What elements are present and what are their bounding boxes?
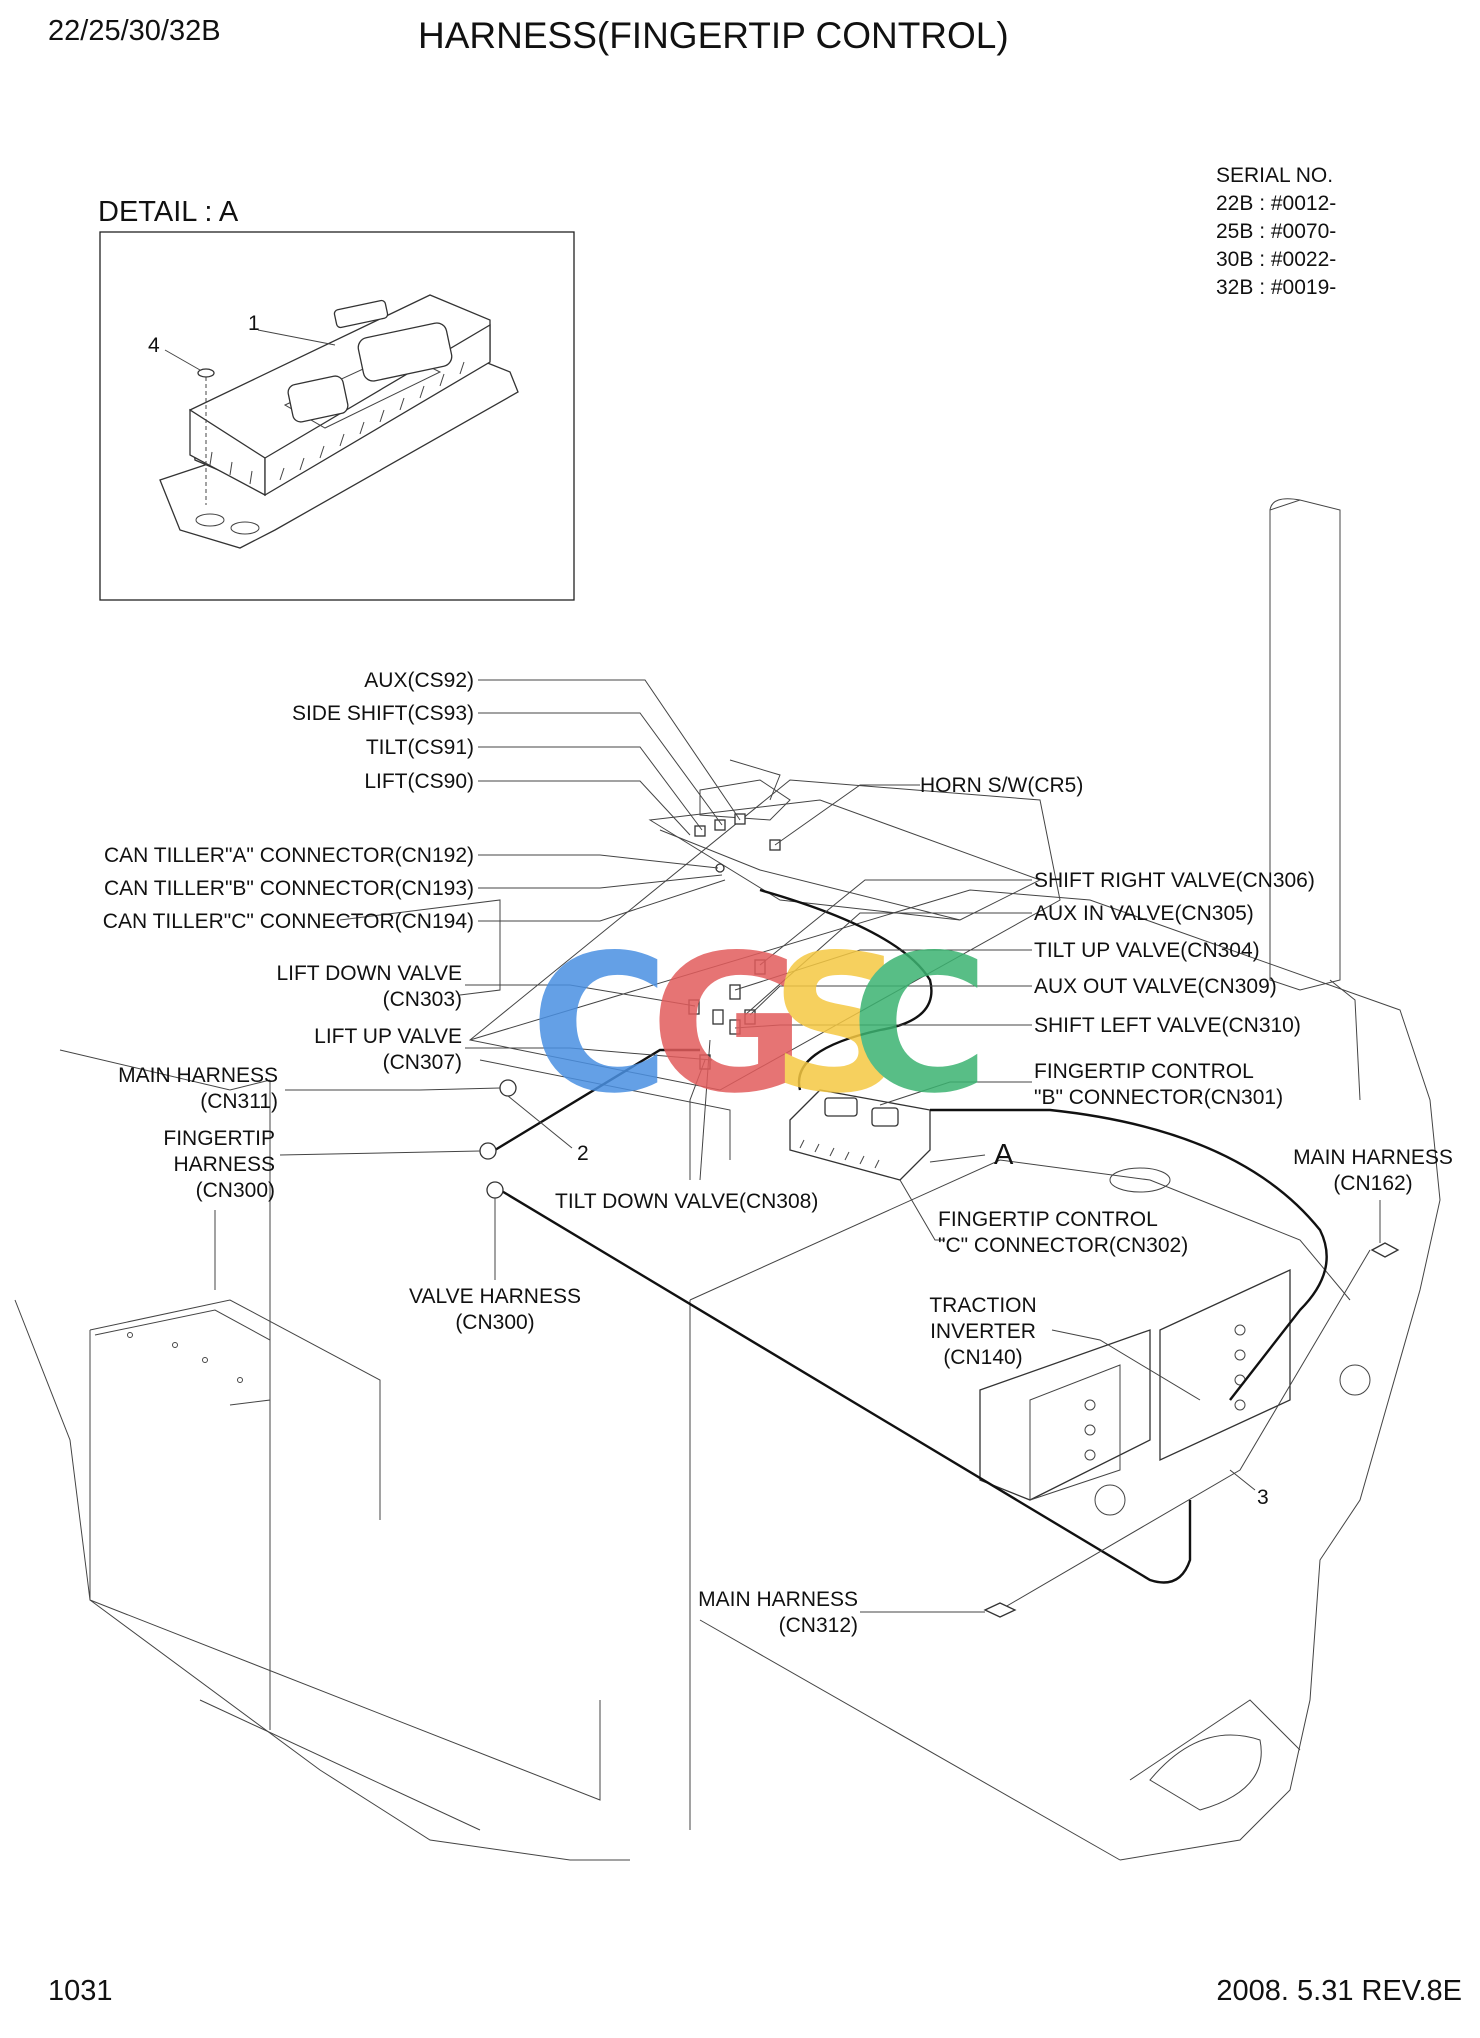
label-fingertip-harness-2: HARNESS [173, 1153, 275, 1176]
controller-panel [1159, 1268, 1291, 1462]
connector-small [287, 375, 349, 423]
watermark-letter: S [770, 914, 907, 1135]
callout-4: 4 [148, 334, 160, 357]
model-number: 22/25/30/32B [48, 15, 221, 47]
label-valve-harness-code: (CN300) [455, 1311, 534, 1334]
page-number: 1031 [48, 1975, 113, 2007]
valve-connector [712, 1009, 724, 1025]
connector-large [357, 322, 453, 382]
watermark-letter: C [850, 914, 989, 1135]
label-main-cn312: MAIN HARNESS [698, 1588, 858, 1611]
label-ftc-b-code: "B" CONNECTOR(CN301) [1034, 1086, 1283, 1109]
armrest-panel [648, 799, 1042, 921]
label-main-cn311: MAIN HARNESS [118, 1064, 278, 1087]
label-valve-harness: VALVE HARNESS [409, 1285, 581, 1308]
label-lift-down-code: (CN303) [383, 988, 462, 1011]
label-main-cn162: MAIN HARNESS [1293, 1146, 1453, 1169]
valve-connector [729, 984, 741, 1000]
valve-connector [754, 959, 766, 975]
label-main-cn162-code: (CN162) [1333, 1172, 1412, 1195]
serial-row: 25B : #0070- [1216, 220, 1336, 243]
label-tilt: TILT(CS91) [366, 736, 474, 759]
main-harness-wire-cn312 [999, 1249, 1371, 1611]
tiller-switches [694, 813, 781, 873]
label-tilt-up: TILT UP VALVE(CN304) [1034, 939, 1260, 962]
detail-title: DETAIL : A [98, 196, 239, 228]
traction-inverter-box [979, 1329, 1151, 1501]
connector-cn300-valve [486, 1181, 504, 1199]
label-main-cn311-code: (CN311) [200, 1090, 278, 1113]
connector-cn162 [1370, 1242, 1400, 1258]
label-aux-out: AUX OUT VALVE(CN309) [1034, 975, 1277, 998]
watermark-letter: G [650, 914, 806, 1135]
serial-row: 22B : #0012- [1216, 192, 1336, 215]
label-traction: TRACTION [929, 1294, 1036, 1317]
valve-connector [699, 1054, 711, 1070]
connector-cn312 [983, 1602, 1017, 1618]
label-fingertip-harness-code: (CN300) [196, 1179, 275, 1202]
valve-connector [729, 1019, 741, 1035]
valve-connector [688, 999, 700, 1015]
label-traction-code: (CN140) [943, 1346, 1022, 1369]
callout-labels: AUX(CS92) SIDE SHIFT(CS93) TILT(CS91) LI… [103, 669, 1453, 1637]
detail-frame [99, 231, 575, 601]
label-main-cn312-code: (CN312) [779, 1614, 858, 1637]
label-can-tiller-c: CAN TILLER"C" CONNECTOR(CN194) [103, 910, 474, 933]
label-horn: HORN S/W(CR5) [920, 774, 1083, 797]
callout-2: 2 [577, 1142, 589, 1165]
label-side-shift: SIDE SHIFT(CS93) [292, 702, 474, 725]
harness-wires [494, 888, 1371, 1611]
step-plate [94, 1309, 271, 1406]
revision-date: 2008. 5.31 REV.8E [1216, 1975, 1462, 2007]
callout-1: 1 [248, 312, 260, 335]
label-ftc-c: FINGERTIP CONTROL [938, 1208, 1158, 1231]
label-can-tiller-b: CAN TILLER"B" CONNECTOR(CN193) [104, 877, 474, 900]
label-tilt-down: TILT DOWN VALVE(CN308) [555, 1190, 818, 1213]
main-harness-wire-cn162 [930, 1108, 1328, 1401]
hood-outline [469, 889, 1441, 1861]
label-lift-down: LIFT DOWN VALVE [276, 962, 462, 985]
page-title: HARNESS(FINGERTIP CONTROL) [418, 15, 1009, 56]
label-fingertip-harness: FINGERTIP [163, 1127, 275, 1150]
screw-icon [197, 368, 215, 378]
leader-lines [214, 679, 1381, 1613]
detail-a-inset: DETAIL : A 1 4 [98, 196, 575, 601]
watermark-letter: C [530, 914, 669, 1135]
fingertip-harness-wire [759, 888, 933, 1091]
label-shift-left: SHIFT LEFT VALVE(CN310) [1034, 1014, 1301, 1037]
label-shift-right: SHIFT RIGHT VALVE(CN306) [1034, 869, 1315, 892]
callout-3: 3 [1257, 1486, 1269, 1509]
label-lift-up: LIFT UP VALVE [314, 1025, 462, 1048]
watermark: C G S C [530, 914, 989, 1135]
label-can-tiller-a: CAN TILLER"A" CONNECTOR(CN192) [104, 844, 474, 867]
label-lift-up-code: (CN307) [383, 1051, 462, 1074]
label-ftc-b: FINGERTIP CONTROL [1034, 1060, 1254, 1083]
fingertip-control-module [789, 1089, 931, 1181]
connector-cn311 [499, 1079, 517, 1097]
serial-heading: SERIAL NO. [1216, 164, 1333, 187]
valve-harness-wire [499, 1188, 1192, 1584]
serial-row: 32B : #0019- [1216, 276, 1336, 299]
callout-a: A [994, 1139, 1014, 1171]
label-traction-2: INVERTER [930, 1320, 1036, 1343]
label-aux-in: AUX IN VALVE(CN305) [1034, 902, 1254, 925]
serial-block: SERIAL NO. 22B : #0012- 25B : #0070- 30B… [1216, 164, 1336, 299]
connector-cn300-fingertip [479, 1142, 497, 1160]
mast-upright [1269, 499, 1341, 991]
label-aux: AUX(CS92) [364, 669, 474, 692]
truck-body-outline [14, 498, 1441, 1861]
label-lift: LIFT(CS90) [364, 770, 474, 793]
serial-row: 30B : #0022- [1216, 248, 1336, 271]
label-ftc-c-code: "C" CONNECTOR(CN302) [938, 1234, 1188, 1257]
fingertip-cn300-wire [494, 1048, 700, 1152]
